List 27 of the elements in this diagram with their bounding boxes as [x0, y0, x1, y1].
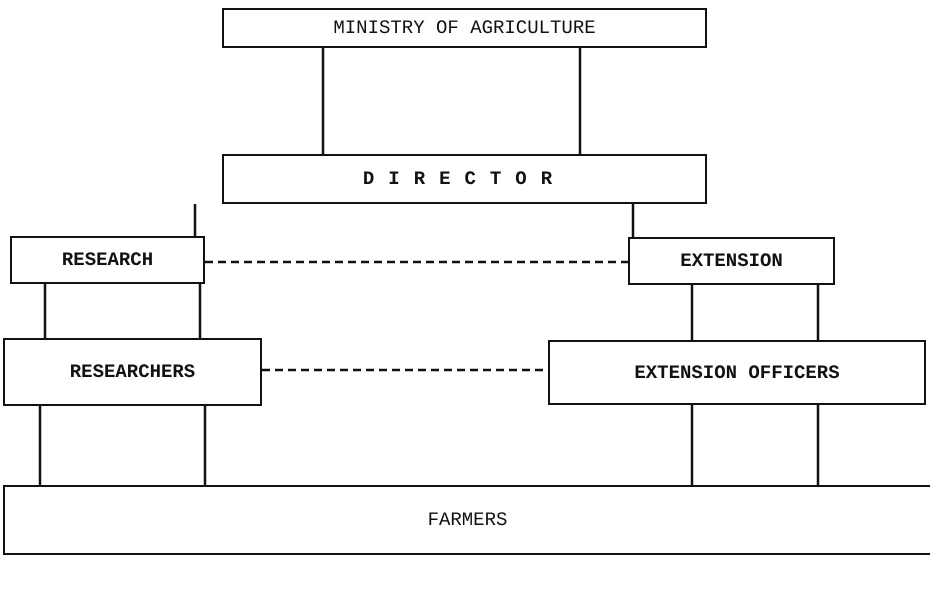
- connector-line: [44, 284, 46, 338]
- connector-line: [322, 48, 324, 154]
- org-box: [548, 340, 926, 405]
- box-label: RESEARCHERS: [70, 361, 196, 383]
- box-label: DIRECTOR: [362, 168, 566, 190]
- connector-line: [38, 406, 42, 485]
- connector-line: [690, 285, 694, 340]
- connector-line: [816, 285, 820, 340]
- org-box: [3, 338, 262, 406]
- box-label: EXTENSION OFFICERS: [634, 362, 840, 384]
- org-box: [10, 236, 205, 284]
- connector-line: [632, 204, 634, 237]
- connector-line: [205, 260, 628, 264]
- connector-line: [204, 406, 206, 485]
- box-label: RESEARCH: [62, 249, 154, 271]
- connector-line: [578, 48, 582, 154]
- box-label: EXTENSION: [680, 250, 783, 272]
- org-box: [222, 154, 707, 204]
- org-box: [222, 8, 707, 48]
- box-label: MINISTRY OF AGRICULTURE: [333, 17, 596, 39]
- connector-line: [816, 405, 820, 485]
- connector-line: [690, 405, 694, 485]
- box-label: FARMERS: [428, 509, 508, 531]
- org-box: [3, 485, 930, 555]
- connector-line: [194, 204, 196, 236]
- org-box: [628, 237, 835, 285]
- connector-line: [198, 284, 202, 338]
